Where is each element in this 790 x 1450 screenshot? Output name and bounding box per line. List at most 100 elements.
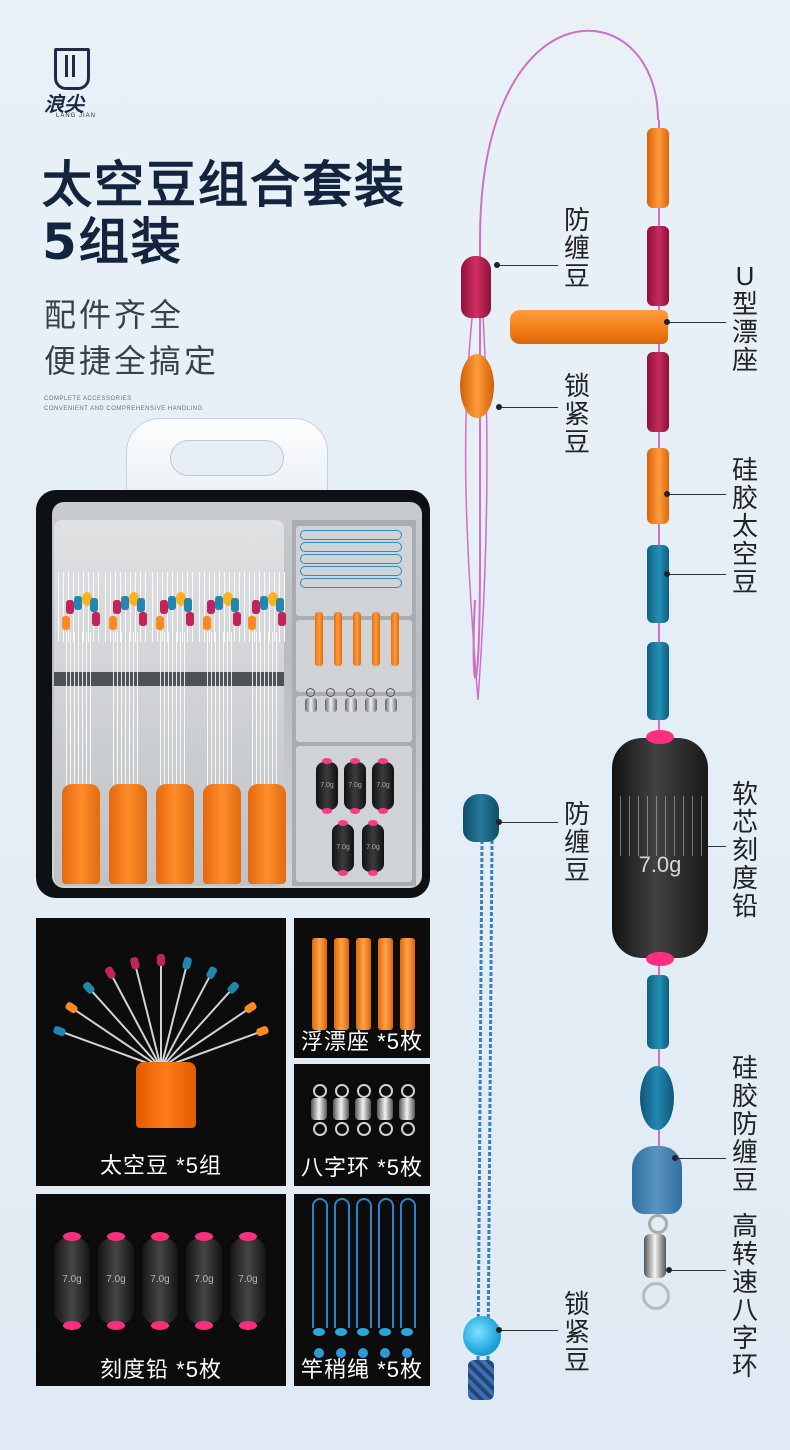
lead-weight-label: 7.0g <box>62 1274 82 1285</box>
lead-weight: 7.0g <box>230 1232 266 1330</box>
swivel <box>332 1084 350 1136</box>
high-speed-swivel <box>640 1214 670 1318</box>
leader-line <box>500 1330 558 1331</box>
space-bean-kit <box>244 572 288 890</box>
space-bean-blue <box>647 975 669 1049</box>
float-seat-tube <box>315 612 323 666</box>
space-bean-blue <box>647 642 669 720</box>
leader-dot <box>664 571 670 577</box>
loop-line <box>464 299 488 701</box>
brand-name-en: LANG JIAN <box>56 113 97 119</box>
leader-dot <box>664 491 670 497</box>
brand-name: 浪尖 <box>44 92 84 116</box>
lead-weight: 7.0g <box>332 820 354 876</box>
lead-scale <box>612 796 708 856</box>
space-bean-red <box>647 352 669 432</box>
leader-dot <box>664 319 670 325</box>
label-u-float-seat: U型漂座 <box>731 261 758 375</box>
tagline-line1: COMPLETE ACCESSORIES <box>44 396 132 402</box>
rope-loop <box>300 566 402 576</box>
rope-knot <box>468 1360 494 1400</box>
lock-bean-bottom <box>463 1316 501 1356</box>
panel-lead: 7.0g 7.0g 7.0g 7.0g 7.0g 刻度铅 *5枚 <box>36 1194 286 1386</box>
swivel <box>398 1084 416 1136</box>
leader-dot <box>672 1155 678 1161</box>
rope-loop <box>300 542 402 552</box>
panel-label-rope: 竿稍绳 *5枚 <box>301 1357 423 1382</box>
float-seat-tube <box>353 612 361 666</box>
lead-weight: 7.0g <box>54 1232 90 1330</box>
float-seat-tube <box>334 938 349 1030</box>
soft-core-lead: 7.0g <box>612 730 708 966</box>
lead-weight-label: 7.0g <box>376 782 390 789</box>
hanger-hole <box>170 440 284 476</box>
space-bean-kit <box>199 572 243 890</box>
panel-swivel: 八字环 *5枚 <box>294 1064 430 1186</box>
swivel <box>310 1084 328 1136</box>
lead-weight: 7.0g <box>186 1232 222 1330</box>
page-title-line2: 5组装 <box>42 213 183 271</box>
lock-bean-top <box>460 354 494 418</box>
rope-loop <box>300 578 402 588</box>
lead-weight-label: 7.0g <box>638 852 682 877</box>
leader-line <box>668 494 726 495</box>
lead-weight-label: 7.0g <box>336 844 350 851</box>
label-silicone-anti-tangle: 硅胶防缠豆 <box>731 1053 758 1195</box>
rope-cell <box>296 526 412 616</box>
brand-logo: 浪尖 LANG JIAN <box>44 48 102 128</box>
label-high-speed-swivel: 高转速八字环 <box>731 1211 758 1381</box>
lead-weight: 7.0g <box>98 1232 134 1330</box>
top-loop-line <box>472 29 659 679</box>
subtitle-line2: 便捷全搞定 <box>44 343 220 379</box>
rod-tip-rope <box>396 1198 420 1358</box>
page-title: 太空豆组合套装 <box>42 156 406 214</box>
crest-icon <box>54 48 90 90</box>
lead-weight: 7.0g <box>344 758 366 814</box>
leader-dot <box>496 404 502 410</box>
leader-line <box>668 322 726 323</box>
anti-tangle-bean-top <box>461 256 491 318</box>
leader-dot <box>496 1327 502 1333</box>
float-seat-tube <box>378 938 393 1030</box>
lead-weight-label: 7.0g <box>106 1274 126 1285</box>
swivel <box>354 1084 372 1136</box>
leader-line <box>708 846 726 847</box>
panel-label-lead: 刻度铅 *5枚 <box>100 1357 222 1382</box>
lead-weight: 7.0g <box>372 758 394 814</box>
rod-tip-rope <box>330 1198 354 1358</box>
rope-loop <box>300 530 402 540</box>
panel-rope: 竿稍绳 *5枚 <box>294 1194 430 1386</box>
panel-float-seat: 浮漂座 *5枚 <box>294 918 430 1058</box>
float-seat-tube <box>356 938 371 1030</box>
lead-cap-bottom <box>646 952 674 966</box>
swivel <box>345 688 357 720</box>
rod-tip-rope <box>352 1198 376 1358</box>
space-bean-orange <box>647 128 669 208</box>
swivel <box>365 688 377 720</box>
leader-line <box>498 265 558 266</box>
space-bean-holder <box>136 1062 196 1128</box>
leader-dot <box>496 819 502 825</box>
lead-weight: 7.0g <box>316 758 338 814</box>
panel-label-swivel: 八字环 *5枚 <box>301 1155 423 1180</box>
space-bean-kit <box>105 572 149 890</box>
u-float-seat <box>510 310 668 344</box>
space-bean-kit <box>58 572 102 890</box>
lead-weight: 7.0g <box>362 820 384 876</box>
subtitle-line1: 配件齐全 <box>44 297 185 333</box>
float-seat-tube <box>400 938 415 1030</box>
tagline-line2: CONVENIENT AND COMPREHENSIVE HANDLING <box>44 406 203 412</box>
leader-line <box>676 1158 726 1159</box>
lead-weight-label: 7.0g <box>366 844 380 851</box>
space-bean-blue <box>647 545 669 623</box>
swivel <box>305 688 317 720</box>
space-bean-orange <box>647 448 669 524</box>
rod-tip-rope <box>308 1198 332 1358</box>
leader-dot <box>494 262 500 268</box>
float-seat-tube <box>312 938 327 1030</box>
lead-weight-label: 7.0g <box>150 1274 170 1285</box>
swivel <box>325 688 337 720</box>
leader-line <box>500 407 558 408</box>
swivel <box>385 688 397 720</box>
panel-label-float-seat: 浮漂座 *5枚 <box>301 1029 423 1054</box>
